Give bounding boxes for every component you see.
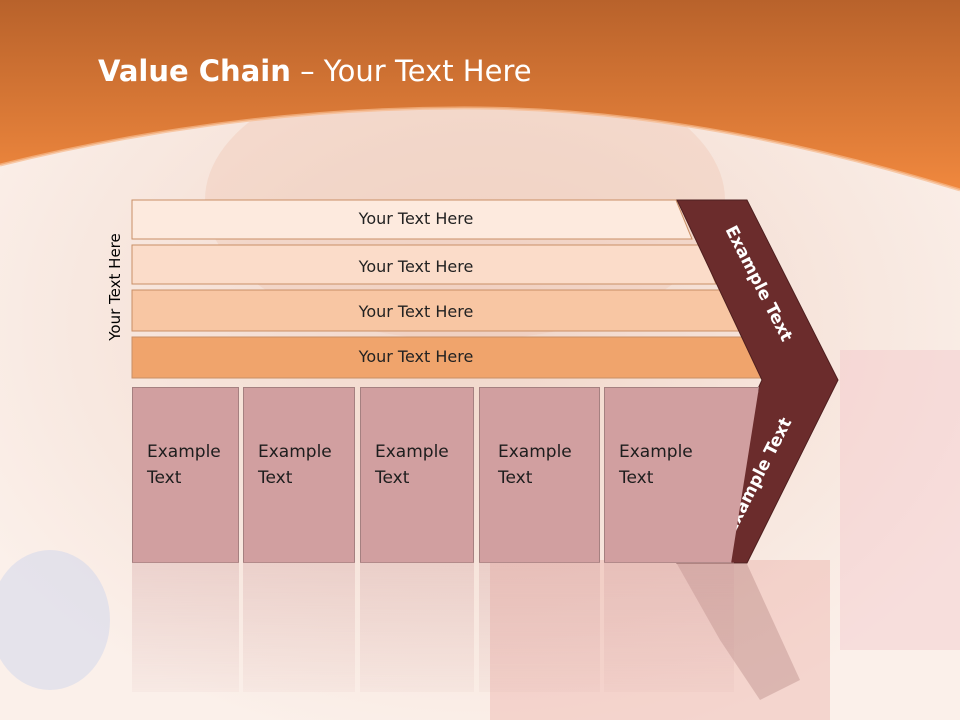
column-reflection-5 [604,562,734,692]
column-box-1: Example Text [132,387,239,563]
column-5-line1: Example [619,442,693,462]
title-bold: Value Chain [98,54,291,88]
column-5-line2: Text [619,468,654,488]
row-bar-1 [131,199,693,240]
row-label-1: Your Text Here [358,209,474,228]
column-box-3: Example Text [360,387,474,563]
column-1-line2: Text [147,468,182,488]
column-box-2: Example Text [243,387,355,563]
slide-title: Value Chain – Your Text Here [98,54,532,88]
column-4-line2: Text [498,468,533,488]
column-2-line2: Text [258,468,293,488]
row-bar-2 [131,244,717,285]
chevron-arrow [676,199,839,564]
column-3-line1: Example [375,442,449,462]
column-reflection-3 [360,562,474,692]
column-1-line1: Example [147,442,221,462]
chevron-reflection [677,564,800,700]
column-reflection-2 [243,562,355,692]
row-label-2: Your Text Here [358,257,474,276]
title-rest: – Your Text Here [290,54,532,88]
row-label-4: Your Text Here [358,347,474,366]
column-2-line1: Example [258,442,332,462]
row-label-3: Your Text Here [358,302,474,321]
column-reflection-1 [132,562,239,692]
column-reflection-4 [479,562,600,692]
column-box-5: Example Text [604,387,759,563]
column-box-4: Example Text [479,387,600,563]
column-3-line2: Text [375,468,410,488]
column-4-line1: Example [498,442,572,462]
